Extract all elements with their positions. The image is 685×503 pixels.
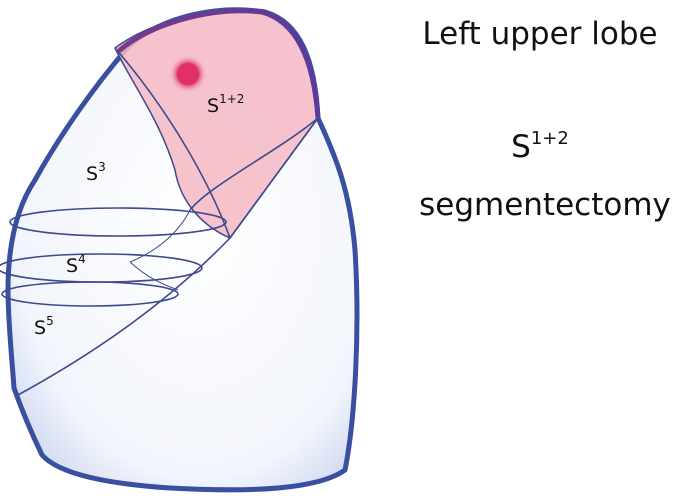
- segment-label-s4: S4: [66, 252, 86, 277]
- segment-label-s4-sup: 4: [78, 252, 86, 266]
- segment-label-s3-sup: 3: [98, 160, 106, 174]
- tumor-core: [177, 63, 199, 85]
- procedure-segment-base: S: [511, 129, 531, 165]
- procedure-segment: S1+2: [470, 128, 610, 165]
- segment-label-s3-base: S: [86, 163, 99, 185]
- figure-title: Left upper lobe: [422, 16, 658, 52]
- procedure-segment-sup: 1+2: [530, 128, 569, 149]
- segment-label-s3: S3: [86, 160, 106, 185]
- segment-label-s5: S5: [34, 314, 54, 339]
- segment-label-s12-sup: 1+2: [219, 92, 245, 106]
- segment-label-s12-base: S: [207, 95, 220, 117]
- procedure-name: segmentectomy: [419, 187, 671, 223]
- segment-lines: [0, 47, 319, 396]
- segment-label-s5-sup: 5: [46, 314, 54, 328]
- segment-label-s12: S1+2: [207, 92, 244, 117]
- segment-label-s4-base: S: [66, 255, 79, 277]
- segment-label-s5-base: S: [34, 317, 47, 339]
- upper-rim: [117, 8, 321, 121]
